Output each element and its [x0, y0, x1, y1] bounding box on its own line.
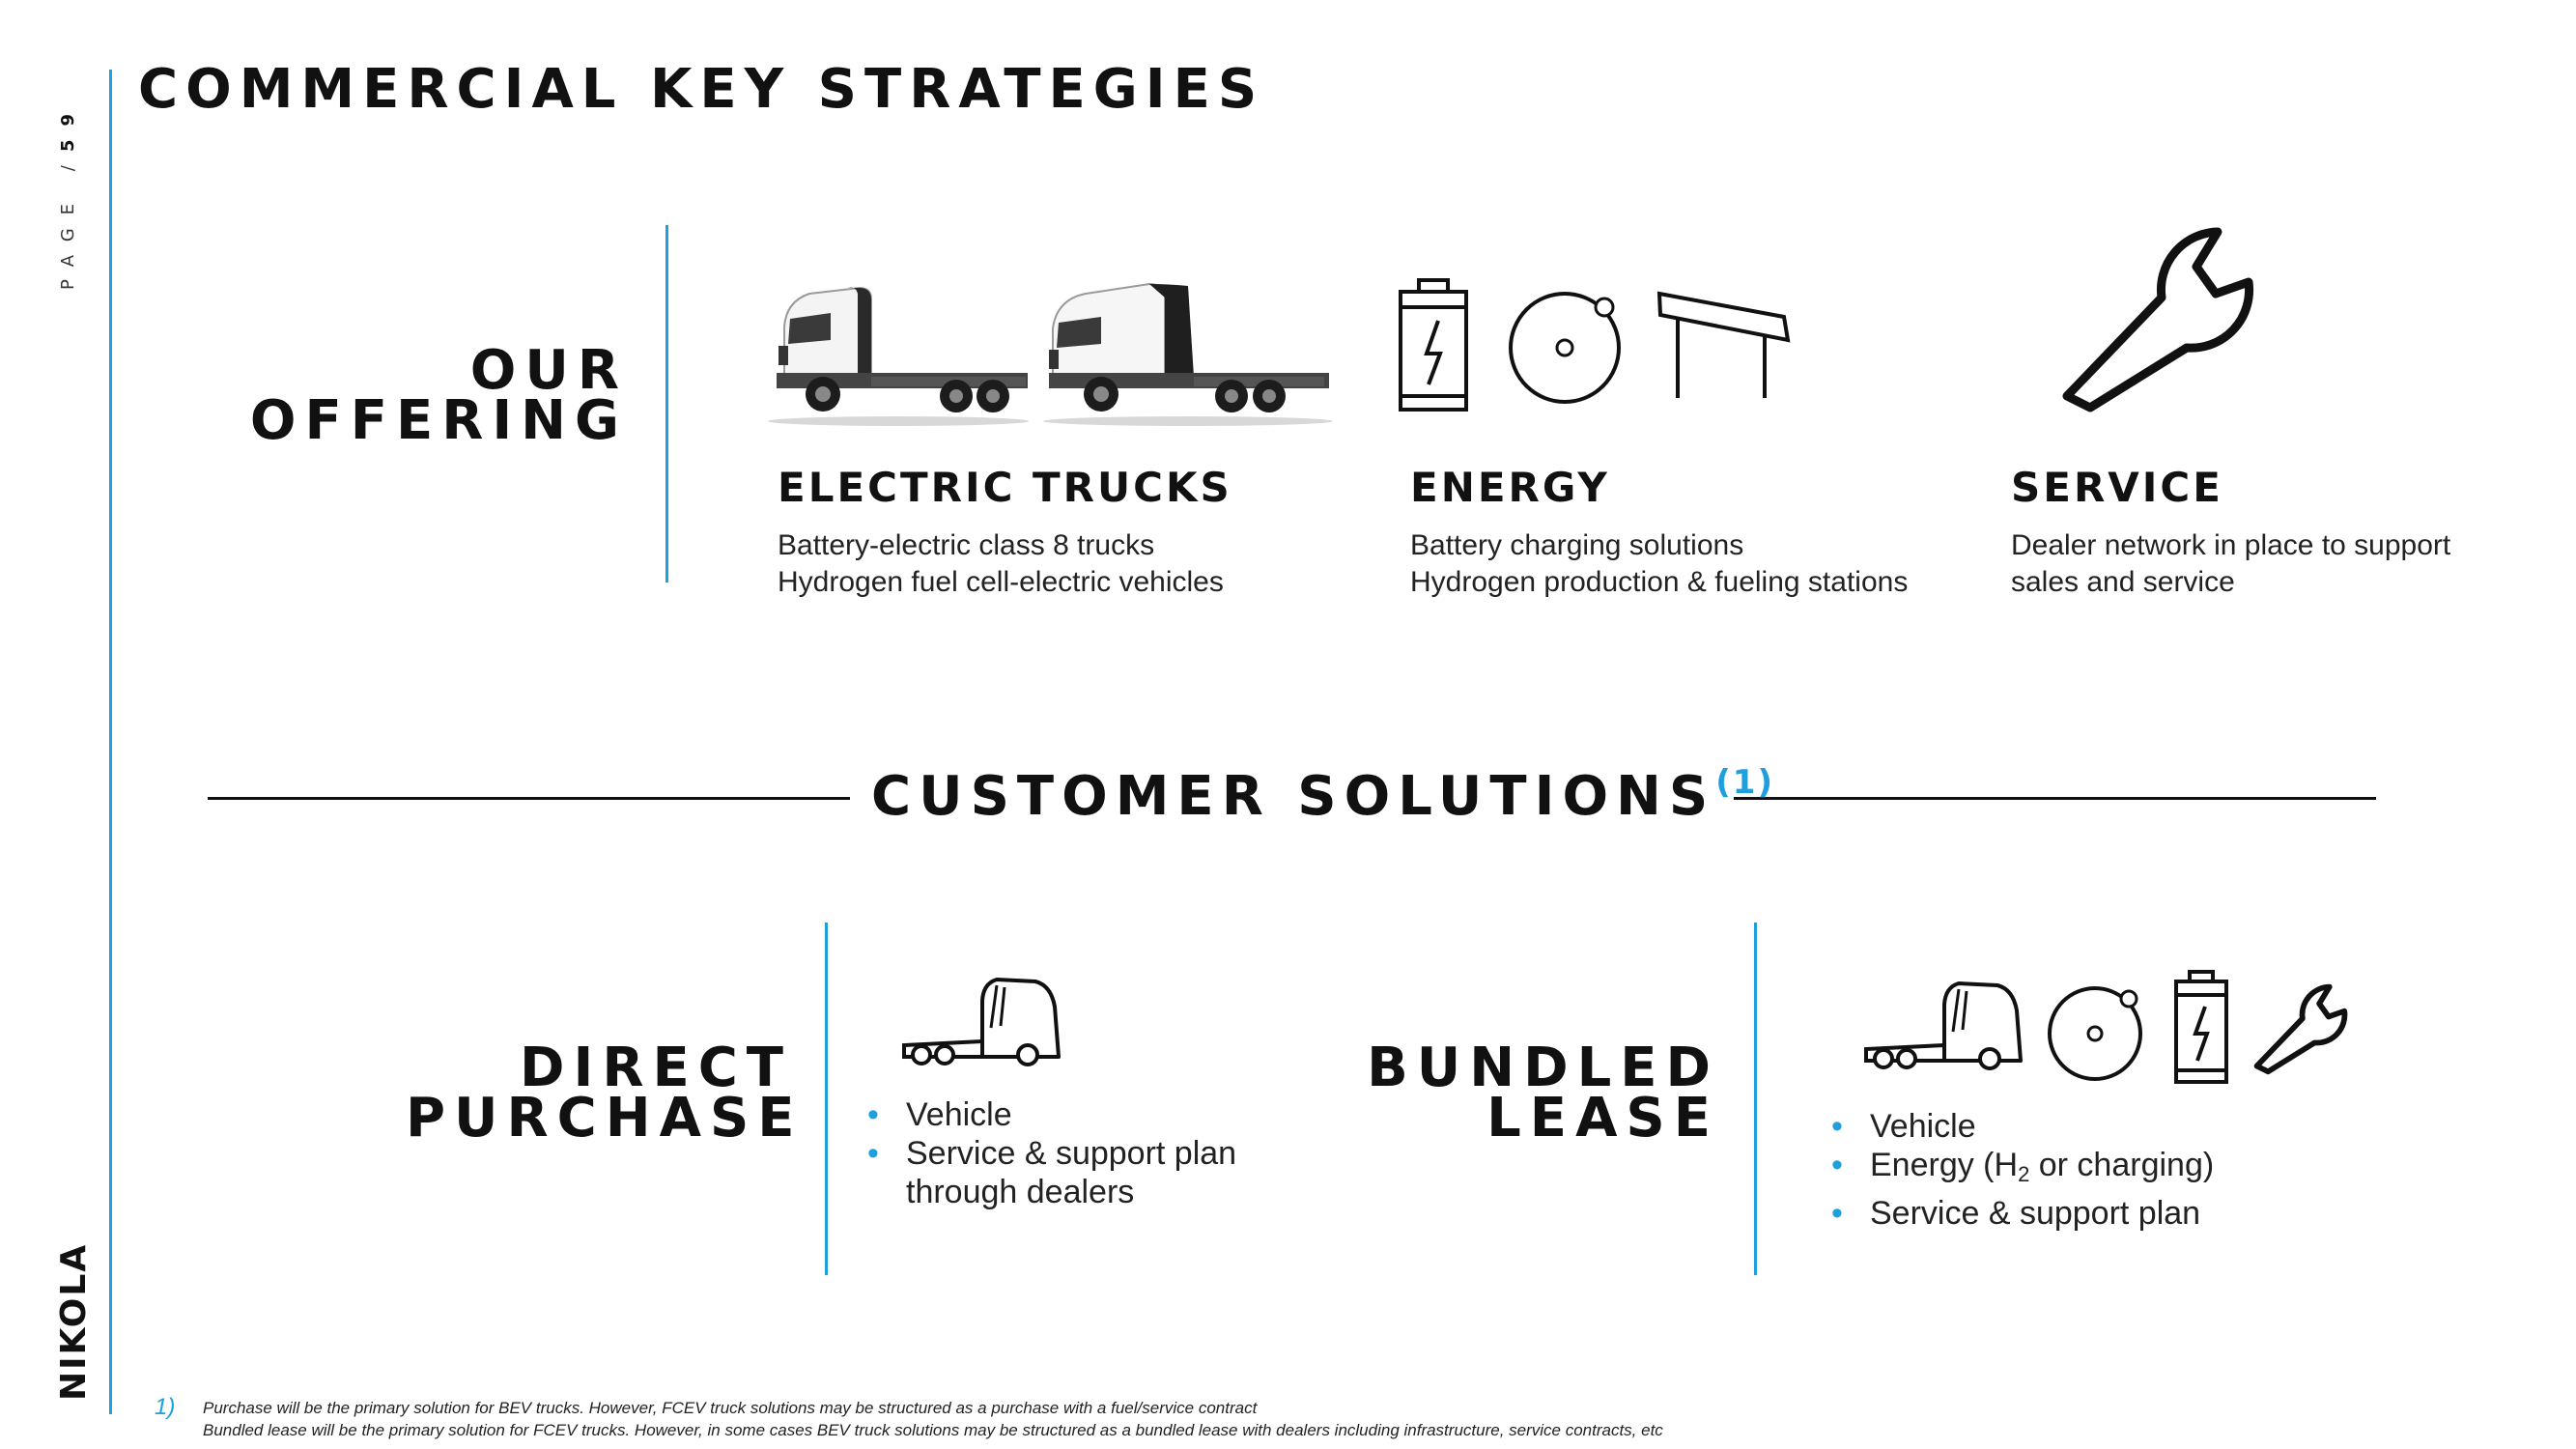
lease-divider — [1754, 923, 1757, 1275]
battery-icon — [1398, 278, 1469, 413]
wrench-icon — [2046, 226, 2258, 412]
direct-purchase-label: DIRECT PURCHASE — [406, 1037, 804, 1150]
offer-line: Dealer network in place to support — [2011, 529, 2451, 561]
solutions-title-text: CUSTOMER SOLUTIONS — [871, 765, 1716, 828]
battery-icon — [2173, 970, 2229, 1086]
solutions-rule-right — [1734, 797, 2376, 800]
footnote-line: Purchase will be the primary solution fo… — [203, 1399, 1258, 1417]
direct-purchase-list: Vehicle Service & support plan through d… — [867, 1095, 1292, 1211]
solutions-rule-left — [208, 797, 850, 800]
list-item: Vehicle — [1831, 1107, 2334, 1146]
offer-line: Hydrogen production & fueling stations — [1410, 566, 1909, 598]
offer-line: sales and service — [2011, 566, 2235, 598]
direct-divider — [825, 923, 828, 1275]
hydrogen-tank-icon — [1505, 286, 1627, 408]
list-item: Energy (H2 or charging) — [1831, 1146, 2334, 1194]
offer-line: Hydrogen fuel cell-electric vehicles — [778, 566, 1224, 598]
hydrogen-tank-icon — [2046, 981, 2148, 1084]
offer-desc-service: Dealer network in place to support sales… — [2011, 527, 2450, 601]
page-indicator: PAGE / 59 — [58, 68, 87, 290]
offer-desc-electric-trucks: Battery-electric class 8 trucks Hydrogen… — [778, 527, 1224, 601]
offer-title-service: SERVICE — [2011, 464, 2223, 511]
energy-subscript: 2 — [2018, 1162, 2030, 1186]
list-item: Service & support plan through dealers — [867, 1134, 1292, 1211]
footnote-text: Purchase will be the primary solution fo… — [203, 1397, 1663, 1441]
energy-text-post: or charging) — [2029, 1147, 2215, 1183]
offer-line: Battery charging solutions — [1410, 529, 1744, 561]
offer-title-electric-trucks: ELECTRIC TRUCKS — [778, 464, 1232, 511]
energy-text-pre: Energy (H — [1870, 1147, 2019, 1183]
offer-desc-energy: Battery charging solutions Hydrogen prod… — [1410, 527, 1908, 601]
fueling-station-icon — [1656, 290, 1794, 402]
electric-trucks-image — [763, 280, 1333, 426]
bundled-lease-label: BUNDLED LEASE — [1367, 1037, 1719, 1150]
truck-outline-icon — [1862, 981, 2026, 1070]
page-label: PAGE / — [58, 152, 78, 290]
bundled-lease-list: Vehicle Energy (H2 or charging) Service … — [1831, 1107, 2334, 1233]
wrench-icon — [2247, 983, 2349, 1075]
brand-logo: NIKOLA — [54, 1242, 94, 1401]
list-item: Vehicle — [867, 1095, 1292, 1134]
left-accent-line — [109, 70, 112, 1414]
offer-title-energy: ENERGY — [1410, 464, 1610, 511]
list-item: Service & support plan — [1831, 1194, 2334, 1233]
offering-divider — [665, 225, 668, 582]
offer-line: Battery-electric class 8 trucks — [778, 529, 1155, 561]
truck-outline-icon — [900, 978, 1064, 1066]
footnote-marker: 1) — [155, 1394, 176, 1420]
solutions-title: CUSTOMER SOLUTIONS(1) — [871, 763, 1774, 828]
footnote-line: Bundled lease will be the primary soluti… — [203, 1421, 1663, 1439]
page-number: 59 — [58, 100, 78, 153]
offering-label: OUR OFFERING — [249, 339, 628, 452]
footnote-ref: (1) — [1715, 763, 1774, 802]
page-title: COMMERCIAL KEY STRATEGIES — [138, 58, 1265, 121]
